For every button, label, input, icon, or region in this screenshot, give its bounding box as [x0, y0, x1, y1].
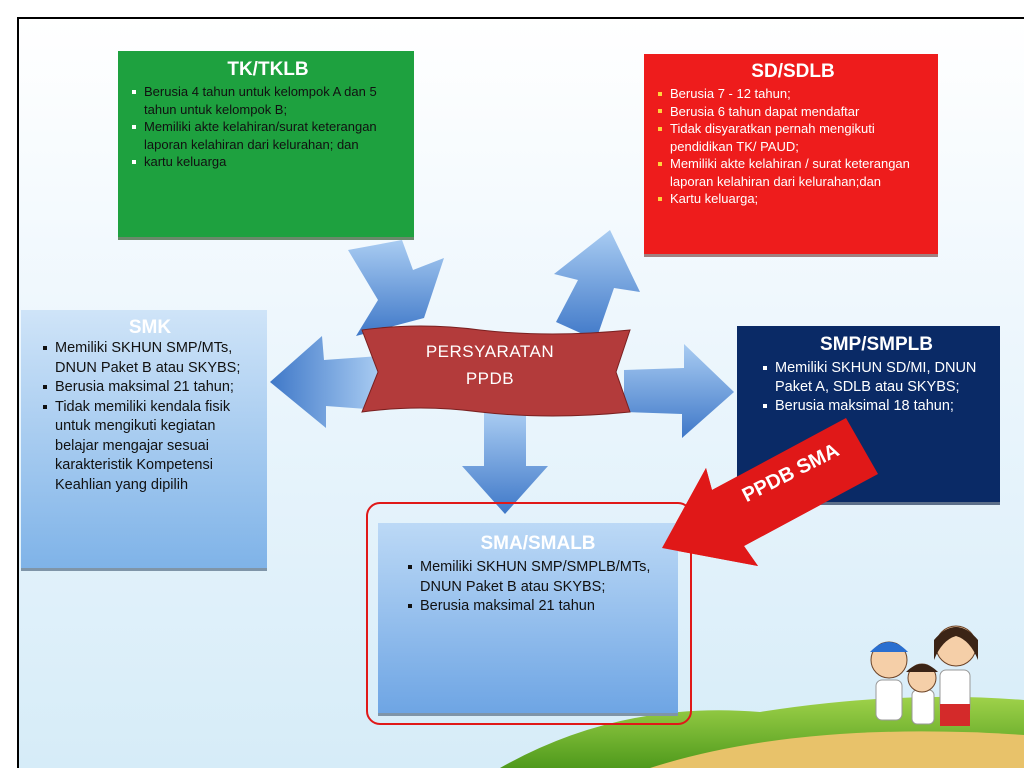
smp-smplb-box: SMP/SMPLB Memiliki SKHUN SD/MI, DNUN Pak…: [737, 326, 1000, 502]
center-banner: [361, 325, 631, 417]
tk-item: Memiliki akte kelahiran/surat keterangan…: [132, 118, 406, 153]
path-shape: [650, 731, 1024, 768]
sma-highlight-frame: [366, 502, 692, 725]
smp-list: Memiliki SKHUN SD/MI, DNUN Paket A, SDLB…: [761, 359, 992, 416]
smk-item: Tidak memiliki kendala fisik untuk mengi…: [43, 398, 259, 496]
smk-item: Berusia maksimal 21 tahun;: [43, 378, 259, 398]
sd-list: Berusia 7 - 12 tahun; Berusia 6 tahun da…: [656, 85, 930, 208]
sd-item: Kartu keluarga;: [658, 190, 930, 208]
center-label: PERSYARATAN PPDB: [385, 338, 595, 392]
tk-tklb-box: TK/TKLB Berusia 4 tahun untuk kelompok A…: [118, 51, 414, 237]
sma-title: SMA/SMALB: [480, 533, 596, 554]
arrow-to-tk: [348, 240, 444, 336]
smp-title: SMP/SMPLB: [820, 334, 933, 355]
sma-item: Memiliki SKHUN SMP/SMPLB/MTs, DNUN Paket…: [408, 558, 670, 597]
smk-item: Memiliki SKHUN SMP/MTs, DNUN Paket B ata…: [43, 339, 259, 378]
sma-smalb-box: SMA/SMALB Memiliki SKHUN SMP/SMPLB/MTs, …: [378, 523, 678, 713]
arrow-to-smp: [624, 344, 734, 438]
tk-title: TK/TKLB: [227, 59, 309, 80]
tk-item: Berusia 4 tahun untuk kelompok A dan 5 t…: [132, 83, 406, 118]
sd-item: Memiliki akte kelahiran / surat keterang…: [658, 155, 930, 190]
center-line-2: PPDB: [465, 369, 515, 388]
arrow-to-smk: [270, 336, 380, 428]
sd-item: Berusia 6 tahun dapat mendaftar: [658, 103, 930, 121]
center-line-1: PERSYARATAN: [425, 342, 555, 361]
sma-list: Memiliki SKHUN SMP/SMPLB/MTs, DNUN Paket…: [406, 558, 670, 617]
arrow-to-sd: [554, 230, 640, 340]
smk-box: SMK Memiliki SKHUN SMP/MTs, DNUN Paket B…: [21, 310, 267, 568]
students-illustration: [870, 625, 978, 726]
arrow-to-sma: [462, 412, 548, 514]
tk-list: Berusia 4 tahun untuk kelompok A dan 5 t…: [130, 83, 406, 171]
smk-title: SMK: [128, 317, 172, 338]
sd-item: Tidak disyaratkan pernah mengikuti pendi…: [658, 120, 930, 155]
sd-item: Berusia 7 - 12 tahun;: [658, 85, 930, 103]
sma-item: Berusia maksimal 21 tahun: [408, 597, 670, 617]
tk-item: kartu keluarga: [132, 153, 406, 171]
sd-title: SD/SDLB: [751, 61, 835, 82]
smp-item: Memiliki SKHUN SD/MI, DNUN Paket A, SDLB…: [763, 359, 992, 397]
smk-list: Memiliki SKHUN SMP/MTs, DNUN Paket B ata…: [41, 339, 259, 495]
sd-sdlb-box: SD/SDLB Berusia 7 - 12 tahun; Berusia 6 …: [644, 54, 938, 254]
smp-item: Berusia maksimal 18 tahun;: [763, 397, 992, 416]
